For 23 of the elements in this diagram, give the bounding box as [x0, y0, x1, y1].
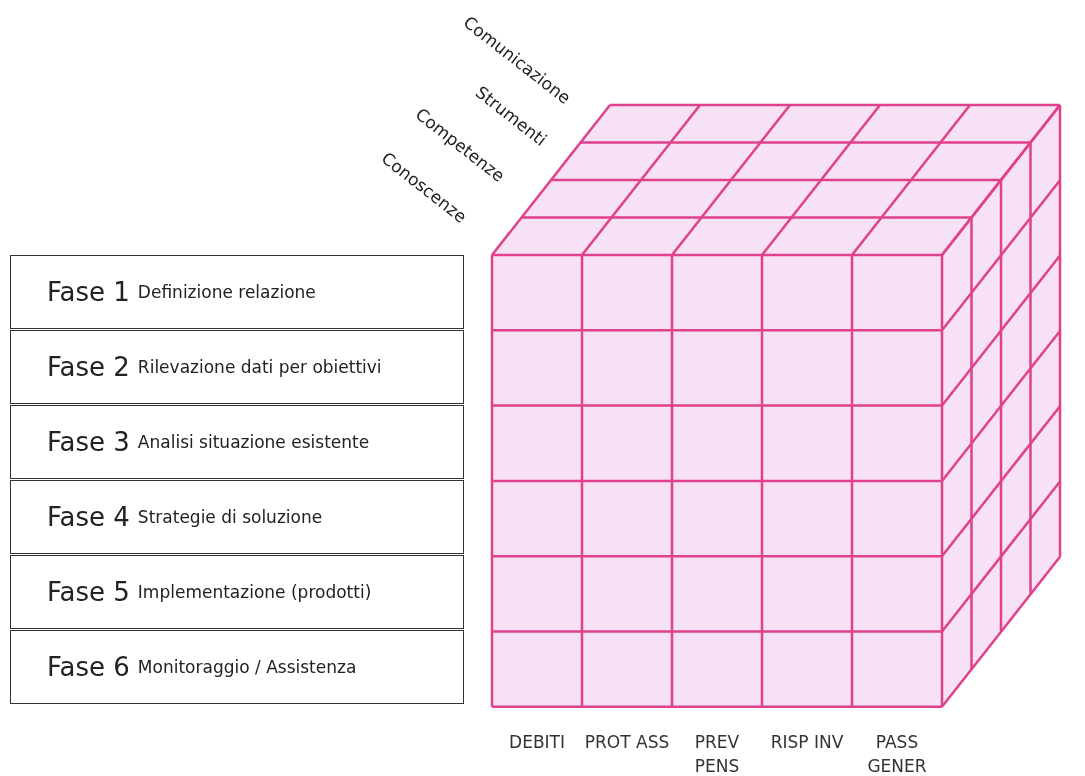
- table-row: [10, 405, 464, 479]
- table-row: [10, 480, 464, 554]
- phase-number: Fase 6: [47, 652, 130, 682]
- table-row: [10, 555, 464, 629]
- phase-description: Analisi situazione esistente: [137, 432, 370, 452]
- column-label: PROT ASS: [583, 731, 671, 754]
- phase-number: Fase 1: [47, 277, 130, 307]
- phase-number: Fase 4: [47, 502, 130, 532]
- column-label: PASS GENER: [866, 731, 928, 776]
- phase-number: Fase 3: [47, 427, 130, 457]
- column-label: PREV PENS: [693, 731, 741, 776]
- phase-description: Strategie di soluzione: [137, 507, 323, 527]
- phase-description: Implementazione (prodotti): [137, 582, 372, 602]
- table-row: [10, 330, 464, 404]
- phase-description: Definizione relazione: [137, 282, 316, 302]
- phase-number: Fase 2: [47, 352, 130, 382]
- column-label: DEBITI: [508, 731, 566, 754]
- phase-number: Fase 5: [47, 577, 130, 607]
- table-row: [10, 255, 464, 329]
- phase-description: Monitoraggio / Assistenza: [137, 657, 357, 677]
- phase-description: Rilevazione dati per obiettivi: [137, 357, 382, 377]
- table-row: [10, 630, 464, 704]
- column-label: RISP INV: [769, 731, 845, 754]
